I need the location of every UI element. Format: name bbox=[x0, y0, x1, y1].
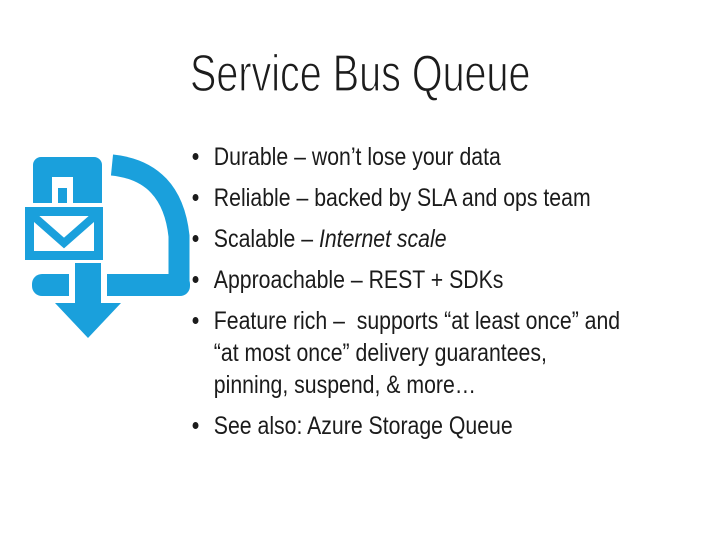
list-item: Durable – won’t lose your data bbox=[190, 141, 620, 173]
queue-box-tab bbox=[58, 188, 67, 212]
bullet-dot bbox=[192, 317, 199, 324]
service-bus-queue-icon bbox=[22, 148, 190, 345]
list-item: Reliable – backed by SLA and ops team bbox=[190, 182, 620, 214]
list-item: See also: Azure Storage Queue bbox=[190, 410, 620, 442]
bullet-dot bbox=[192, 422, 199, 429]
queue-swoosh-shape bbox=[110, 154, 190, 284]
slide-title: Service Bus Queue bbox=[190, 45, 531, 104]
bullet-list: Durable – won’t lose your data Reliable … bbox=[190, 141, 620, 451]
bullet-dot bbox=[192, 194, 199, 201]
list-item: Feature rich – supports “at least once” … bbox=[190, 305, 620, 401]
queue-bar-shape bbox=[32, 274, 190, 296]
list-item: Approachable – REST + SDKs bbox=[190, 264, 620, 296]
bullet-dot bbox=[192, 153, 199, 160]
bullet-dot bbox=[192, 276, 199, 283]
down-arrow-head bbox=[55, 303, 121, 338]
envelope-flap bbox=[28, 210, 100, 249]
bullet-dot bbox=[192, 235, 199, 242]
list-item: Scalable – Internet scale bbox=[190, 223, 620, 255]
